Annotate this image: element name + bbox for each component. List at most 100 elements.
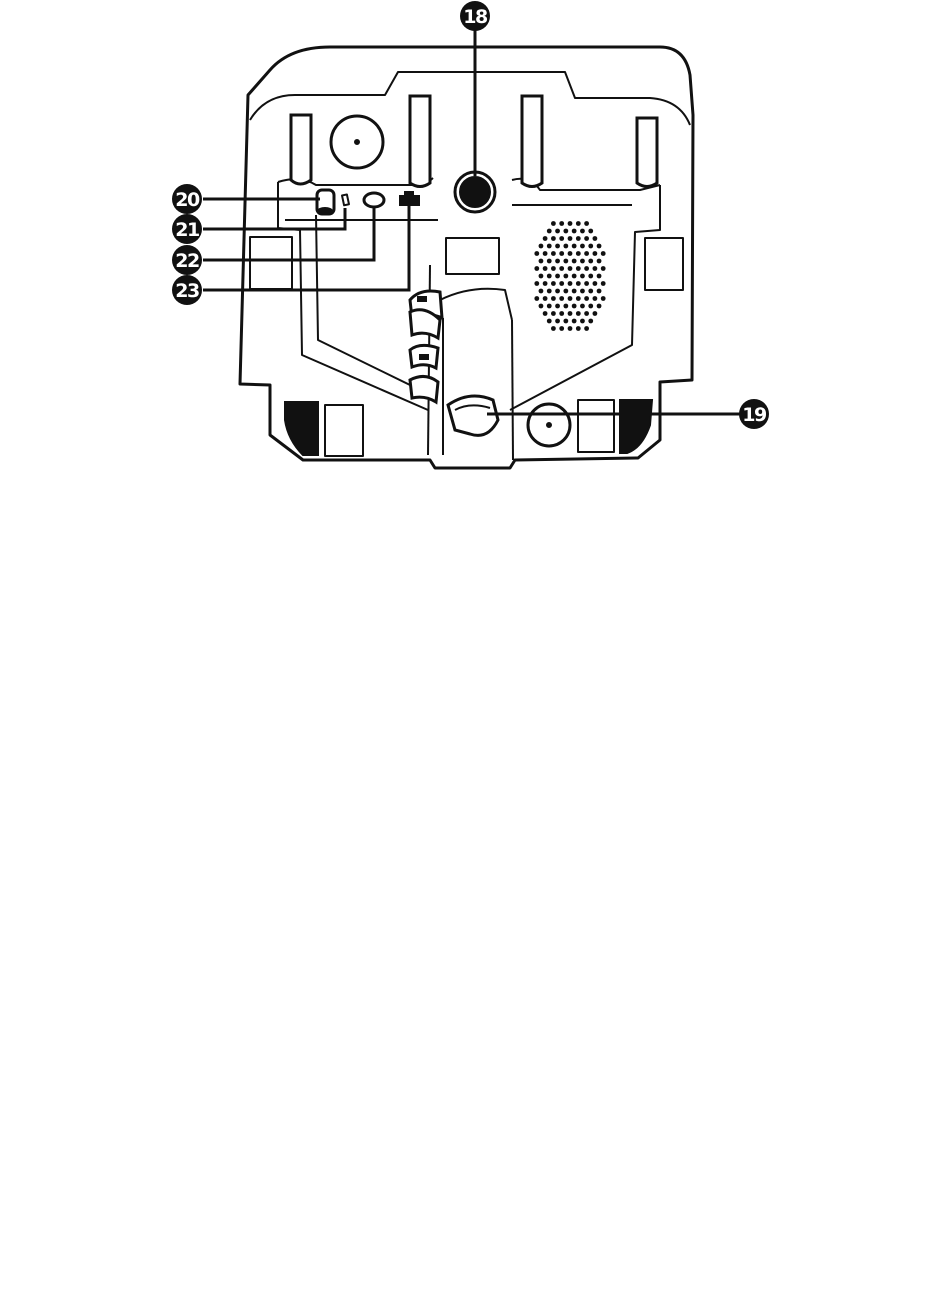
grille-dot: [534, 281, 539, 286]
grille-dot: [547, 244, 552, 249]
grille-dot: [559, 221, 564, 226]
callout-label-23: 23: [175, 280, 199, 302]
grille-dot: [584, 311, 589, 316]
grille-dot: [543, 281, 548, 286]
grille-dot: [555, 259, 560, 264]
grille-dot: [576, 251, 581, 256]
grille-dot: [551, 311, 556, 316]
cable-clips: [410, 291, 442, 402]
grille-dot: [551, 281, 556, 286]
callout-18: 18: [460, 1, 490, 31]
grille-dot: [597, 244, 602, 249]
indicator-slot-21: [342, 194, 349, 205]
grille-dot: [543, 251, 548, 256]
callout-badges: 18 19 20 21 22 23: [172, 1, 769, 429]
leader-23: [203, 206, 409, 290]
grille-dot: [568, 281, 573, 286]
grille-dot: [551, 326, 556, 331]
grille-dot: [551, 266, 556, 271]
grille-dot: [568, 266, 573, 271]
grille-dot: [534, 296, 539, 301]
grille-dot: [580, 319, 585, 324]
grille-dot: [576, 326, 581, 331]
grille-dot: [588, 244, 593, 249]
grille-dot: [572, 319, 577, 324]
grille-dot: [576, 296, 581, 301]
grille-dot: [559, 236, 564, 241]
grille-dot: [580, 289, 585, 294]
grille-dot: [551, 251, 556, 256]
callout-label-18: 18: [463, 6, 488, 28]
grille-dot: [584, 296, 589, 301]
grille-dot: [547, 274, 552, 279]
grille-dot: [588, 259, 593, 264]
grille-dot: [547, 319, 552, 324]
grille-dot: [580, 304, 585, 309]
grille-dot: [601, 266, 606, 271]
grille-dot: [588, 229, 593, 234]
grille-dot: [539, 274, 544, 279]
grille-dot: [576, 266, 581, 271]
grille-dot: [580, 229, 585, 234]
grille-dot: [584, 221, 589, 226]
callout-label-20: 20: [175, 189, 200, 211]
grille-dot: [539, 289, 544, 294]
grille-dot: [563, 229, 568, 234]
grille-dot: [563, 274, 568, 279]
grille-dot: [576, 311, 581, 316]
grille-dot: [588, 289, 593, 294]
grille-dot: [555, 319, 560, 324]
callout-label-19: 19: [742, 404, 766, 426]
grille-dot: [593, 251, 598, 256]
grille-dot: [593, 266, 598, 271]
grille-dot: [555, 274, 560, 279]
grille-dot: [584, 281, 589, 286]
grille-dot: [539, 304, 544, 309]
callout-19: 19: [739, 399, 769, 429]
leader-22: [203, 208, 374, 260]
bottom-round-hole: [528, 404, 570, 446]
grille-dot: [563, 289, 568, 294]
grille-dot: [547, 229, 552, 234]
grille-dot: [563, 319, 568, 324]
grille-dot: [543, 296, 548, 301]
grille-dot: [572, 304, 577, 309]
grille-dot: [593, 296, 598, 301]
grille-dot: [576, 281, 581, 286]
callout-21: 21: [172, 214, 202, 244]
grille-dot: [539, 259, 544, 264]
speaker-grille: [534, 221, 605, 331]
oval-button-22: [364, 193, 384, 207]
grille-dot: [559, 311, 564, 316]
grille-dot: [572, 259, 577, 264]
grille-dot: [597, 274, 602, 279]
grille-dot: [601, 296, 606, 301]
grille-dot: [580, 274, 585, 279]
grille-dot: [597, 259, 602, 264]
grille-dot: [547, 259, 552, 264]
grille-dot: [572, 289, 577, 294]
callout-label-22: 22: [175, 250, 199, 272]
grille-dot: [555, 304, 560, 309]
grille-dot: [559, 281, 564, 286]
grille-dot: [555, 289, 560, 294]
grille-dot: [563, 259, 568, 264]
grille-dot: [588, 304, 593, 309]
grille-dot: [568, 221, 573, 226]
grille-dot: [551, 221, 556, 226]
callout-22: 22: [172, 245, 202, 275]
grille-dot: [551, 236, 556, 241]
control-panel: [317, 190, 419, 214]
grille-dot: [568, 311, 573, 316]
cord-clip-19: [448, 396, 498, 435]
grille-dot: [555, 244, 560, 249]
grille-dot: [576, 236, 581, 241]
grille-dot: [580, 244, 585, 249]
grille-dot: [563, 244, 568, 249]
grille-dot: [584, 266, 589, 271]
grille-dot: [559, 326, 564, 331]
grille-dot: [593, 281, 598, 286]
grille-dot: [601, 281, 606, 286]
grille-dot: [572, 229, 577, 234]
